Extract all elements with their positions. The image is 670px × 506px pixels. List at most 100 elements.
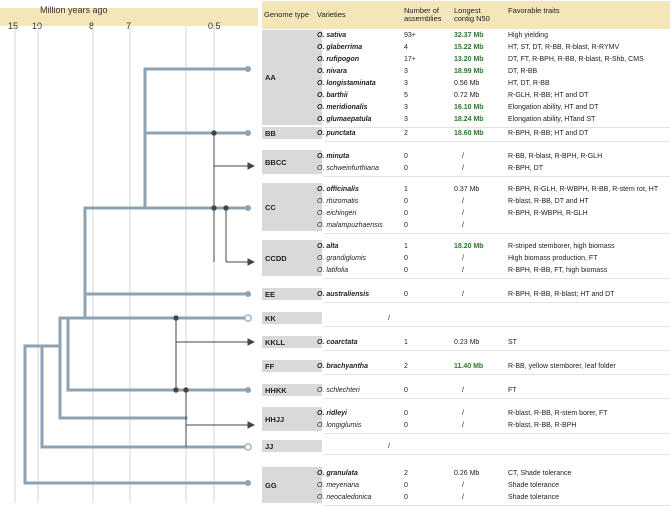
assembly-count: 2 (404, 362, 408, 370)
time-axis-title: Million years ago (40, 5, 108, 15)
contig-n50: / (462, 409, 464, 417)
species-name: O. coarctata (317, 338, 358, 346)
node-dot-cc2 (223, 205, 229, 211)
assembly-count: 0 (404, 164, 408, 172)
assembly-count: 0 (404, 221, 408, 229)
genome-type-kkll: KKLL (262, 336, 322, 348)
favorable-traits: High yielding (508, 32, 549, 40)
species-name: O. schweinfurthiana (317, 164, 379, 172)
contig-n50: 13.20 Mb (454, 56, 484, 64)
assembly-count: 5 (404, 91, 408, 99)
tip-aa (245, 66, 251, 72)
species-name: O. australiensis (317, 290, 370, 298)
favorable-traits: R-blast, R-BB, DT and HT (508, 197, 589, 205)
arrowhead-bbcc (247, 162, 256, 170)
genome-type-cc: CC (262, 183, 322, 231)
contig-n50: / (462, 266, 464, 274)
tick-15: 15 (8, 21, 19, 31)
species-name: O. longistaminata (317, 79, 376, 87)
arrowhead-hhjj (247, 421, 256, 429)
node-dot-cc (211, 205, 217, 211)
genome-type-ff: FF (262, 360, 322, 372)
species-name: O. latifolia (317, 266, 349, 274)
assembly-count: 0 (404, 493, 408, 501)
branch-hhjj-node (40, 344, 62, 420)
contig-n50: / (462, 421, 464, 429)
species-name: O. longiglumis (317, 421, 362, 429)
row-divider (324, 398, 670, 399)
species-name: O. granulata (317, 469, 358, 477)
favorable-traits: R-GLH, R-BB; HT and DT (508, 91, 589, 99)
tree-open-tips (244, 314, 252, 451)
header-varieties: Varieties (317, 10, 346, 19)
species-name: O. minuta (317, 152, 350, 160)
species-name: O. punctata (317, 129, 356, 137)
assembly-count: 3 (404, 79, 408, 87)
assembly-count: 93+ (404, 32, 416, 40)
contig-n50: / (462, 197, 464, 205)
contig-n50: / (462, 152, 464, 160)
node-dot-bb (211, 130, 217, 136)
assembly-count: 0 (404, 254, 408, 262)
arrowhead-kkll (247, 338, 256, 346)
contig-n50: 18.99 Mb (454, 68, 484, 76)
contig-n50: / (462, 209, 464, 217)
favorable-traits: Shade tolerance (508, 481, 559, 489)
favorable-traits: HT, ST, DT, R-BB, R-blast, R-RYMV (508, 44, 620, 52)
row-divider (324, 233, 670, 234)
header-n50: Longest contig N50 (454, 6, 490, 23)
row-divider (324, 350, 670, 351)
species-name: O. eichingeri (317, 209, 357, 217)
tick-8: 8 (89, 21, 95, 31)
header-traits: Favorable traits (508, 6, 560, 15)
assembly-count: 2 (404, 129, 408, 137)
favorable-traits: ST (508, 338, 517, 346)
contig-n50: 11.40 Mb (454, 362, 484, 370)
genome-type-bbcc: BBCC (262, 150, 322, 174)
favorable-traits: R-striped stemborer, high biomass (508, 242, 615, 250)
tip-ff (245, 387, 251, 393)
species-name: O. glaberrima (317, 44, 363, 52)
favorable-traits: DT, FT, R-BPH, R-BB, R-blast, R-Shb, CMS (508, 56, 644, 64)
branch-ff (66, 316, 250, 392)
branch-aa (143, 67, 250, 210)
assembly-count: 1 (404, 242, 408, 250)
species-name: O. meridionalis (317, 103, 368, 111)
favorable-traits: R-BB, R-blast, R-BPH, R-GLH (508, 152, 603, 160)
row-divider (324, 454, 670, 455)
genome-type-ee: EE (262, 288, 322, 300)
contig-n50: / (462, 221, 464, 229)
species-name: O. neocaledonica (317, 493, 372, 501)
tip-gg (245, 480, 251, 486)
assembly-count: 0 (404, 266, 408, 274)
favorable-traits: R-BPH, R-GLH, R-WBPH, R-BB, R-stem rot, … (508, 185, 659, 193)
row-divider (324, 374, 670, 375)
contig-n50: 18.24 Mb (454, 115, 484, 123)
time-axis-band: Million years ago 15 10 8 7 0.5 (0, 5, 258, 31)
assembly-count: 0 (404, 481, 408, 489)
favorable-traits: R-BPH, R-BB, FT, high biomass (508, 266, 608, 274)
table-header: Genome type Varieties Number of assembli… (262, 1, 670, 29)
assembly-count: 3 (404, 115, 408, 123)
contig-n50: 18.60 Mb (454, 129, 484, 137)
favorable-traits: HT, DT, R-BB (508, 79, 550, 87)
favorable-traits: R-blast, R-BB, R-BPH (508, 421, 577, 429)
contig-n50: 0.56 Mb (454, 79, 480, 87)
assembly-count: 4 (404, 44, 408, 52)
node-dot-ff (173, 387, 179, 393)
genome-type-kk: KK (262, 312, 322, 324)
favorable-traits: R-BPH, R-WBPH, R-GLH (508, 209, 588, 217)
favorable-traits: FT (508, 386, 517, 394)
species-name: O. officinalis (317, 185, 359, 193)
contig-n50: / (462, 481, 464, 489)
species-name: O. meyeriana (317, 481, 360, 489)
species-name: O. ridleyi (317, 409, 347, 417)
tree-branches (23, 67, 250, 485)
assembly-count: 0 (404, 209, 408, 217)
tip-cc (245, 205, 251, 211)
favorable-traits: R-BPH, DT (508, 164, 543, 172)
genome-type-ccdd: CCDD (262, 240, 322, 276)
favorable-traits: R-BPH, R-BB; HT and DT (508, 129, 589, 137)
tip-jj-open (244, 443, 252, 451)
